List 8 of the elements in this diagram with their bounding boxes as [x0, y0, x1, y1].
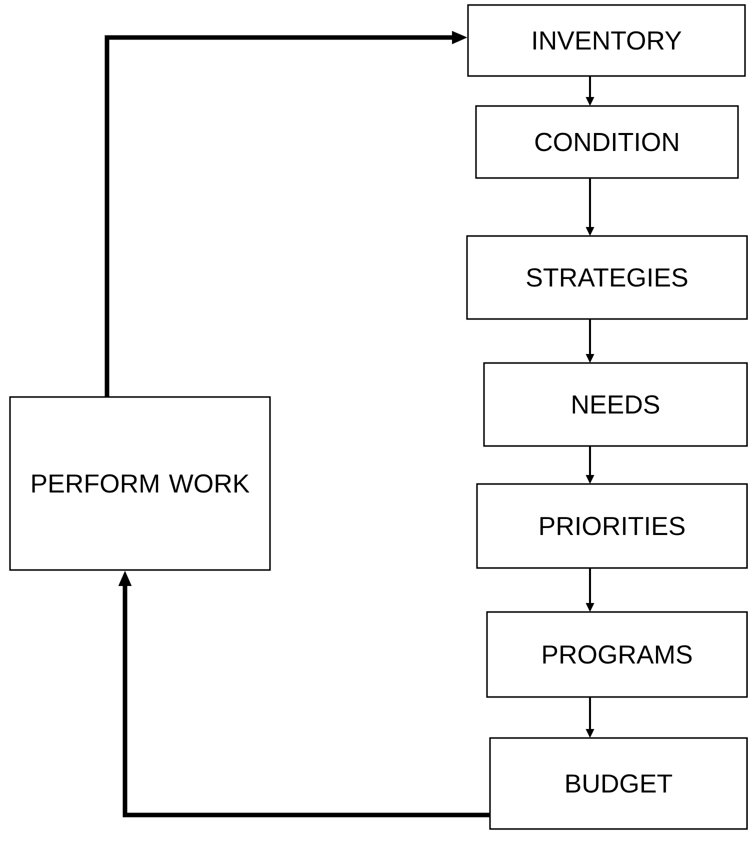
- process-box: BUDGET: [489, 737, 748, 830]
- process-box: STRATEGIES: [466, 235, 748, 320]
- process-box: PRIORITIES: [476, 483, 748, 569]
- process-box: NEEDS: [483, 362, 748, 447]
- process-box: PROGRAMS: [486, 611, 748, 698]
- process-box: PERFORM WORK: [9, 396, 271, 571]
- process-box: CONDITION: [475, 105, 739, 179]
- process-box: INVENTORY: [467, 4, 746, 77]
